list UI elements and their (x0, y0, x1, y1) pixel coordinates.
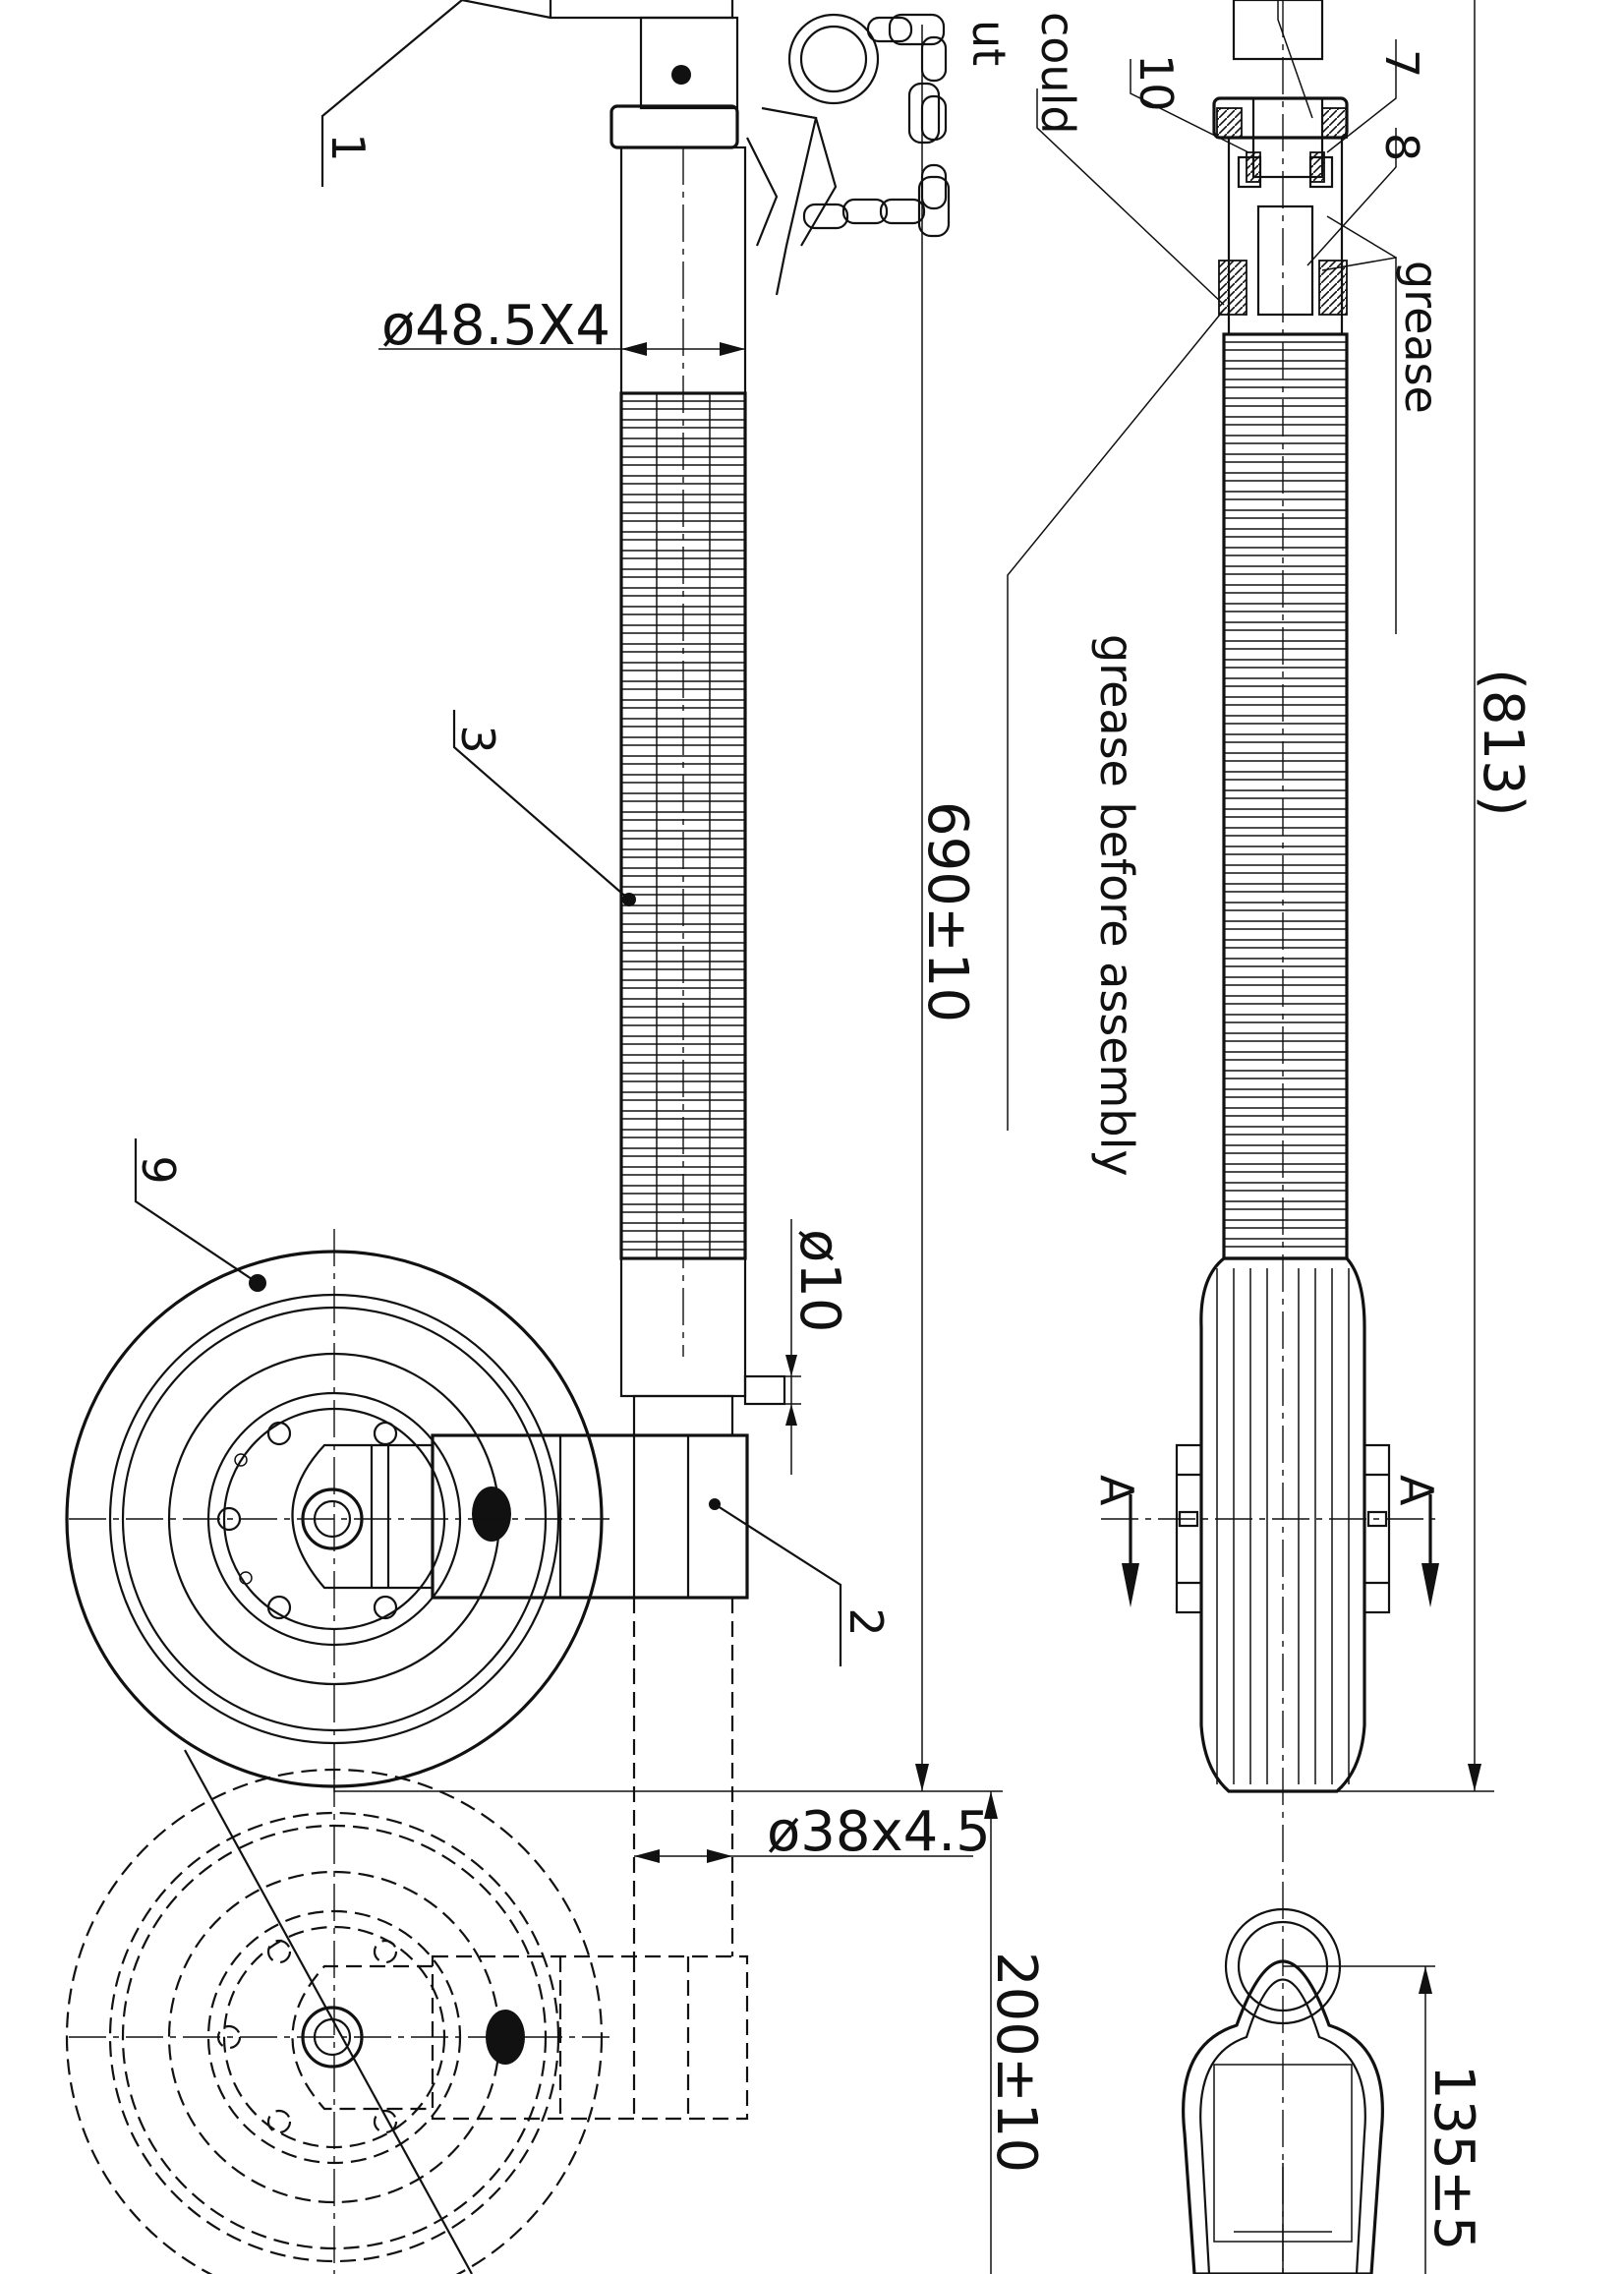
svg-text:(813): (813) (1471, 669, 1535, 817)
label-part-3: 3 (451, 725, 504, 753)
tube-ribs (621, 393, 745, 1258)
svg-text:135±5: 135±5 (1421, 2065, 1485, 2250)
note-could: could (1031, 12, 1084, 135)
svg-text:200±10: 200±10 (984, 1952, 1048, 2173)
wheel-retracted-outline (65, 1598, 749, 2274)
svg-text:ø38x4.5: ø38x4.5 (767, 1800, 991, 1864)
note-grease-before-assembly: grease before assembly (1090, 634, 1143, 1177)
svg-text:ø48.5X4: ø48.5X4 (381, 294, 610, 358)
note-grease: grease (1395, 261, 1448, 414)
wheel-tread (1216, 1268, 1350, 1784)
dim-length: 690±10 (334, 25, 1003, 1792)
dim-travel: 200±10 (984, 1791, 1048, 2274)
label-part-9: 9 (132, 1155, 185, 1184)
section-marker-right: A (1390, 1475, 1443, 1506)
dim-pin: ø10 (747, 1219, 851, 1475)
dim-total: (813) (1337, 0, 1535, 1792)
r-clip (787, 13, 880, 105)
pin-hole-icon (671, 65, 691, 85)
chain (802, 16, 948, 230)
knob-icon (472, 1487, 511, 1542)
sectional-view (1007, 0, 1439, 2274)
label-part-1: 1 (321, 133, 375, 161)
label-part-10: 10 (1130, 54, 1183, 112)
tube-ribs-section (1224, 341, 1347, 1248)
jockey-wheel-side-view (65, 0, 951, 2274)
svg-text:ø10: ø10 (787, 1229, 851, 1333)
label-part-8: 8 (1375, 133, 1428, 161)
dim-tube-bottom: ø38x4.5 (634, 1800, 991, 1864)
note-out: ut (962, 20, 1015, 66)
svg-text:690±10: 690±10 (915, 801, 979, 1022)
dim-tube-top: ø48.5X4 (378, 294, 745, 358)
section-marker-left: A (1090, 1475, 1143, 1506)
label-part-2: 2 (840, 1607, 893, 1636)
label-part-7: 7 (1375, 49, 1428, 78)
dim-section: 135±5 (1283, 1965, 1485, 2274)
